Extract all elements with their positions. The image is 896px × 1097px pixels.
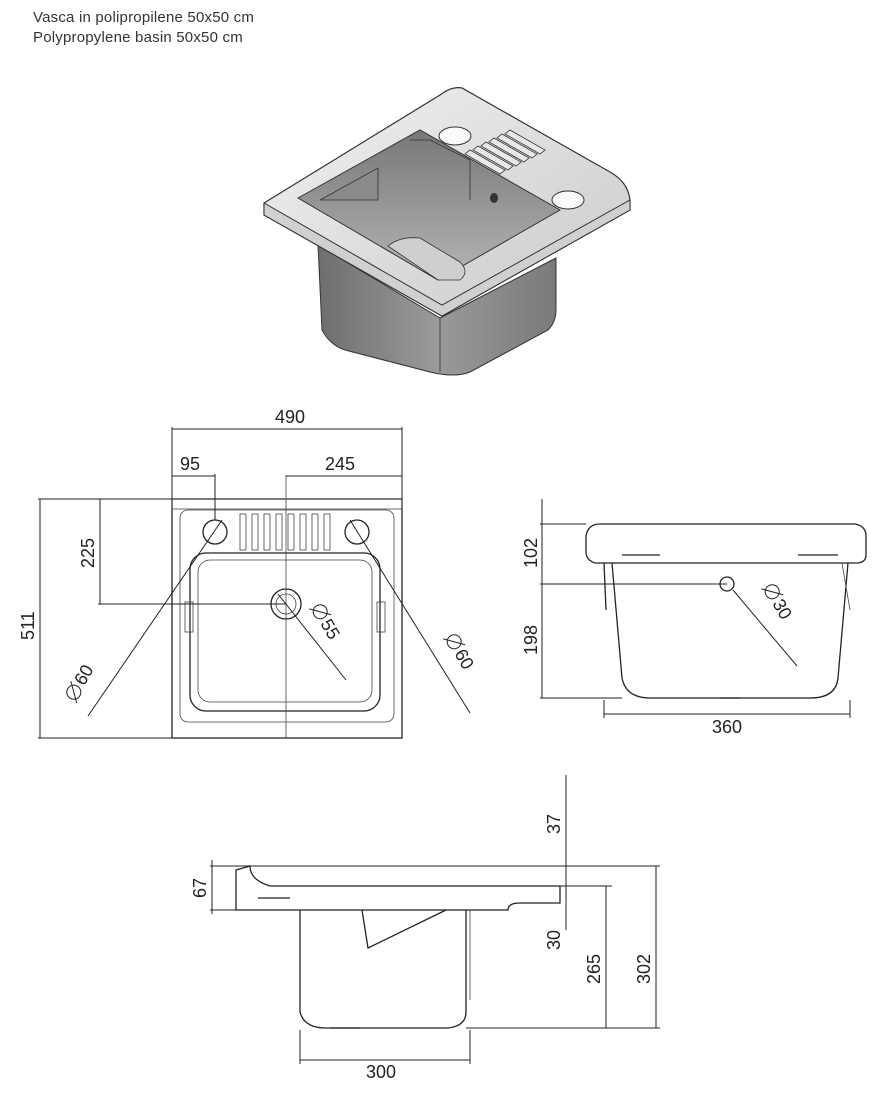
dim-360: 360 [712, 717, 742, 737]
dim-67: 67 [190, 878, 210, 898]
dim-102: 102 [521, 538, 541, 568]
dim-diameter-60-right: 60 [451, 645, 478, 672]
dim-95: 95 [180, 454, 200, 474]
dim-diameter-30: 30 [769, 595, 796, 622]
title-italian: Vasca in polipropilene 50x50 cm [33, 9, 255, 26]
title-english: Polypropylene basin 50x50 cm [33, 29, 243, 46]
dim-490: 490 [275, 407, 305, 427]
dim-225: 225 [78, 538, 98, 568]
dim-300: 300 [366, 1062, 396, 1082]
top-view: 490 95 245 511 225 55 60 60 [18, 407, 478, 739]
dim-198: 198 [521, 625, 541, 655]
front-view: 67 37 30 265 302 300 [190, 775, 660, 1082]
dim-37: 37 [544, 814, 564, 834]
dim-30: 30 [544, 930, 564, 950]
dim-302: 302 [634, 954, 654, 984]
isometric-view [263, 87, 631, 376]
side-view: 102 198 360 30 [521, 499, 867, 737]
dim-diameter-60-left: 60 [70, 661, 97, 688]
dim-diameter-55: 55 [317, 615, 344, 642]
dim-245: 245 [325, 454, 355, 474]
dim-265: 265 [584, 954, 604, 984]
dim-511: 511 [18, 611, 38, 640]
